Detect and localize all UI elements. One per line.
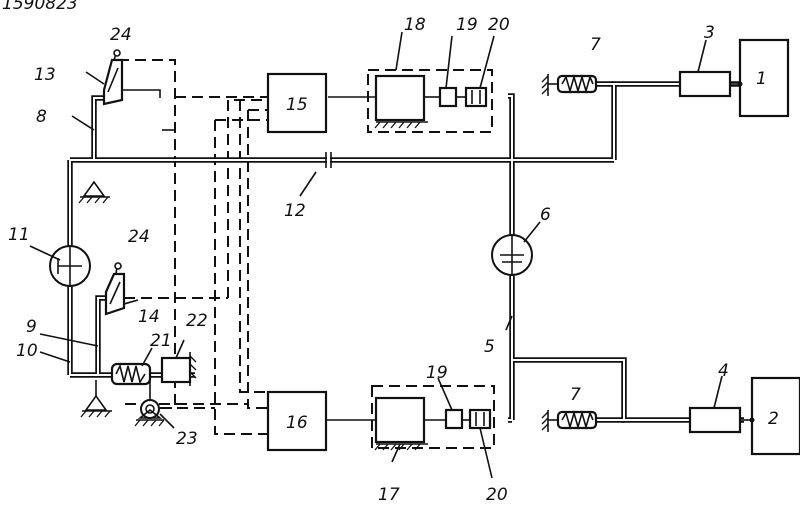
label-18: 18 [404,15,426,35]
watermark-text: 1590823 [2,0,78,14]
label-19-upper: 19 [456,15,478,35]
ground-support-upper [79,182,110,203]
label-13: 13 [34,65,56,85]
label-16: 16 [286,413,308,433]
sensor-13 [104,50,160,104]
ground-support-lower [81,380,112,417]
sensor-14 [106,263,124,314]
unit-17 [375,398,490,450]
label-7-lower: 7 [570,385,581,405]
label-10: 10 [16,341,38,361]
signal-lines [162,97,376,420]
label-4: 4 [718,361,729,381]
label-5: 5 [484,337,495,357]
label-14: 14 [138,307,160,327]
unit-18 [375,76,486,128]
valve-6 [492,235,532,275]
label-20-upper: 20 [488,15,510,35]
spring-21 [112,364,150,384]
label-20-lower: 20 [486,485,508,505]
label-11: 11 [8,225,30,245]
spring-7-lower [542,410,596,432]
cylinder-4 [690,408,755,432]
label-15: 15 [286,95,308,115]
label-17: 17 [378,485,400,505]
label-7-upper: 7 [590,35,601,55]
block-22 [162,352,196,386]
label-22: 22 [186,311,208,331]
label-3: 3 [704,23,715,43]
label-12: 12 [284,201,306,221]
label-19-lower: 19 [426,363,448,383]
label-9: 9 [26,317,37,337]
spring-7-upper [542,74,596,96]
label-6: 6 [540,205,551,225]
label-1: 1 [756,69,767,89]
label-8: 8 [36,107,47,127]
valve-11 [50,246,90,286]
cylinder-3 [680,72,743,96]
label-21: 21 [150,331,172,351]
label-2: 2 [768,409,779,429]
label-24-lower: 24 [128,227,150,247]
label-24-upper: 24 [110,25,132,45]
label-23: 23 [176,429,198,449]
